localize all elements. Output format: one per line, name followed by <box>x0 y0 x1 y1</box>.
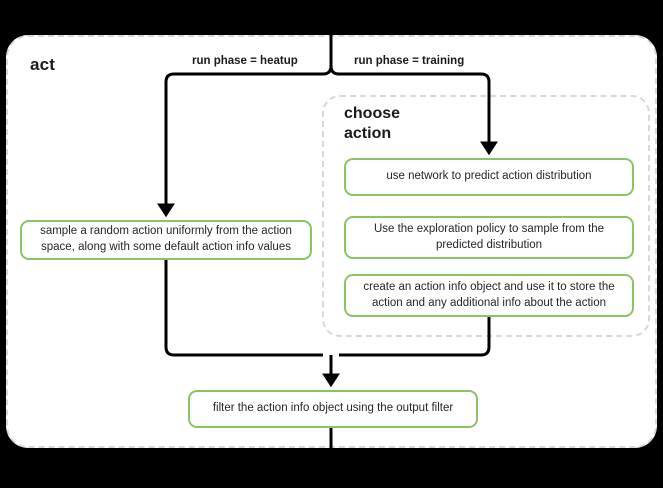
node-use-network[interactable]: use network to predict action distributi… <box>344 158 634 196</box>
node-exploration-policy[interactable]: Use the exploration policy to sample fro… <box>344 216 634 259</box>
node-sample-random-action[interactable]: sample a random action uniformly from th… <box>20 220 312 260</box>
choose-action-title-line1: choose <box>344 105 401 122</box>
edge-label-training: run phase = training <box>354 55 465 67</box>
act-title: act <box>30 55 56 74</box>
choose-action-title: choose action <box>344 104 464 144</box>
edge-label-heatup: run phase = heatup <box>192 55 298 67</box>
node-create-action-info[interactable]: create an action info object and use it … <box>344 274 634 317</box>
node-filter-action-info[interactable]: filter the action info object using the … <box>188 390 478 428</box>
choose-action-title-line2: action <box>344 125 392 142</box>
